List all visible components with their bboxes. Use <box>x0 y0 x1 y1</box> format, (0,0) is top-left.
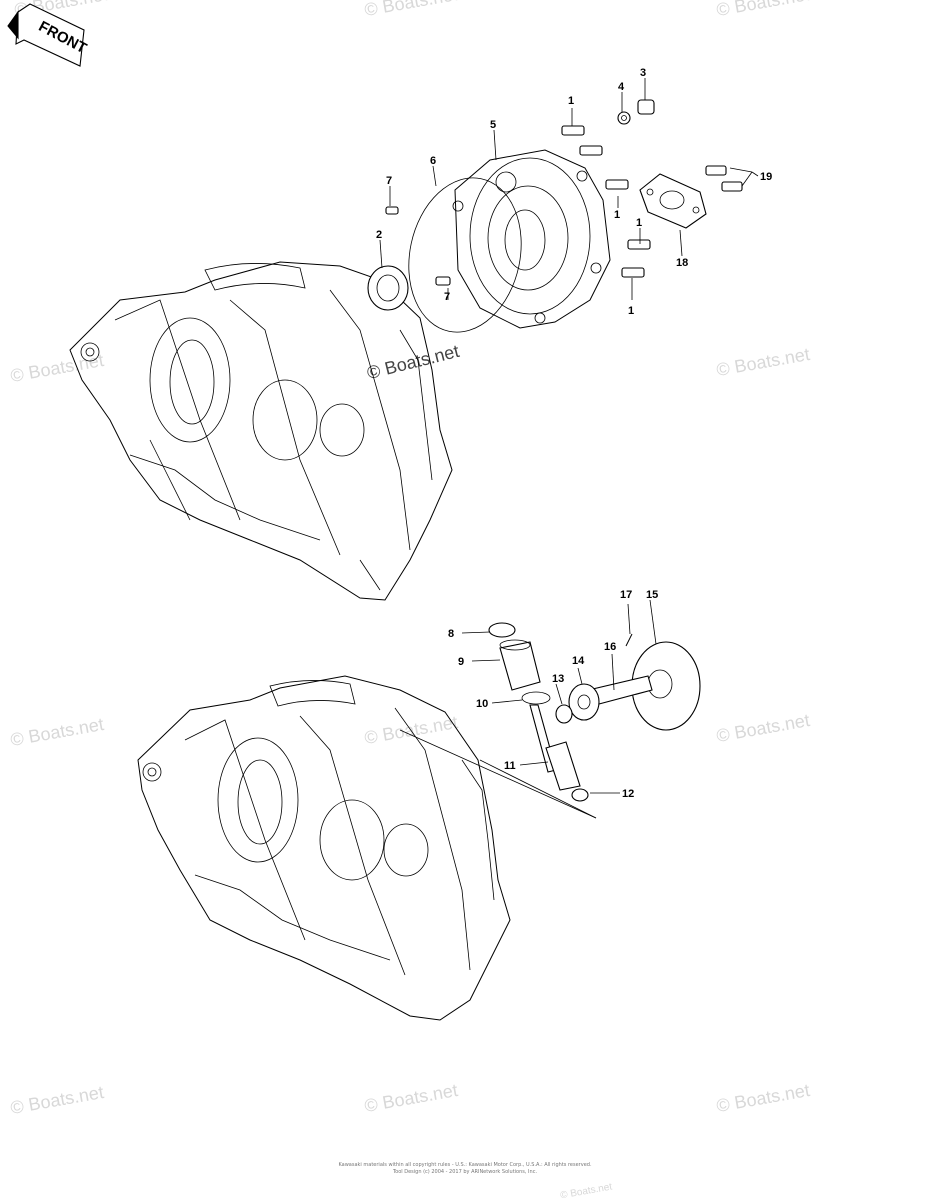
callout-19: 19 <box>760 171 772 183</box>
oil-seal-2 <box>367 265 409 311</box>
dowel-pin-7 <box>435 276 451 286</box>
lower-crankcase <box>137 675 597 1021</box>
upper-crankcase <box>69 261 453 601</box>
copyright-line: Kawasaki materials within all copyright … <box>338 1162 592 1168</box>
washer-12 <box>571 788 589 802</box>
callout-5: 5 <box>490 119 496 131</box>
callout-10: 10 <box>476 698 488 710</box>
o-ring-6 <box>408 177 522 333</box>
callout-11: 11 <box>504 760 516 772</box>
callout-14: 14 <box>572 655 585 667</box>
callout-7: 7 <box>444 291 450 303</box>
pin-17 <box>625 633 633 647</box>
callout-2: 2 <box>376 229 382 241</box>
cap-8 <box>488 622 516 638</box>
callout-6: 6 <box>430 155 436 167</box>
callout-7: 7 <box>386 175 392 187</box>
callout-1: 1 <box>568 95 574 107</box>
callout-1: 1 <box>628 305 634 317</box>
screw-19 <box>721 181 743 192</box>
callout-17: 17 <box>620 589 632 601</box>
o-ring-10 <box>521 691 551 705</box>
callout-1: 1 <box>636 217 642 229</box>
callout-12: 12 <box>622 788 634 800</box>
callout-4: 4 <box>618 81 625 93</box>
gear-14 <box>568 683 600 721</box>
dowel-pin-7 <box>385 206 399 215</box>
screw-19 <box>705 165 727 176</box>
collar-3 <box>637 99 655 115</box>
bolt-1 <box>561 125 651 278</box>
leader-lines-lower <box>461 599 657 794</box>
callout-18: 18 <box>676 257 688 269</box>
leader-lines-upper <box>379 78 759 300</box>
driven-gear-11 <box>529 704 581 791</box>
sleeve-9 <box>499 639 541 691</box>
callout-9: 9 <box>458 656 464 668</box>
front-arrow-icon: FRONT <box>7 3 89 67</box>
callout-8: 8 <box>448 628 454 640</box>
callout-15: 15 <box>646 589 658 601</box>
washer-4 <box>617 111 631 125</box>
copyright-line: Tool Design (c) 2004 - 2017 by ARINetwor… <box>392 1169 538 1175</box>
callout-3: 3 <box>640 67 646 79</box>
washer-13 <box>555 704 573 724</box>
callout-13: 13 <box>552 673 564 685</box>
callout-1: 1 <box>614 209 620 221</box>
cover-5 <box>452 149 611 329</box>
plate-18 <box>639 173 707 229</box>
callout-16: 16 <box>604 641 616 653</box>
